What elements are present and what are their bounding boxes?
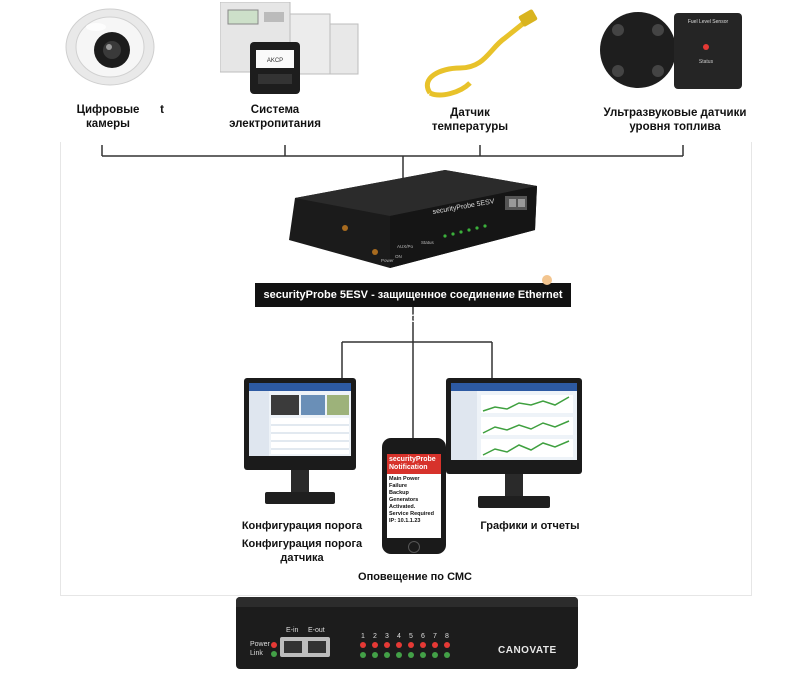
right-monitor-stand — [505, 474, 523, 498]
channel-red-led — [408, 642, 414, 648]
canovate-device: Power Link E-in E-out 1 2 3 4 5 6 7 8 CANOVATE — [236, 597, 578, 669]
label-right-monitor: Графики и отчеты — [480, 520, 580, 532]
label-cameras: Цифровые камеры — [76, 104, 140, 130]
channel-number: 7 — [433, 633, 437, 640]
canovate-link-label: Link — [250, 650, 263, 657]
channel-green-led — [360, 652, 366, 658]
phone-notification-body: Main Power Failure Backup Generators Act… — [389, 476, 434, 524]
port-label-ein: E-in — [286, 627, 299, 634]
canovate-power-label: Power — [250, 641, 270, 648]
svg-text:Fuel Level Sensor: Fuel Level Sensor — [688, 19, 729, 25]
channel-green-led — [420, 652, 426, 658]
phone-notification-title: securityProbe Notification — [387, 454, 441, 474]
channel-green-led — [432, 652, 438, 658]
cable-icon — [425, 9, 538, 98]
port-label-eout: E-out — [308, 627, 325, 634]
channel-red-led — [360, 642, 366, 648]
connection-banner: securityProbe 5ESV - защищенное соединен… — [255, 283, 571, 325]
diagram-frame — [60, 142, 752, 596]
channel-red-led — [432, 642, 438, 648]
channel-green-led — [372, 652, 378, 658]
orange-dot-icon — [542, 275, 552, 285]
channel-red-led — [372, 642, 378, 648]
label-phone-config: Конфигурация порога датчика — [241, 538, 363, 564]
left-monitor-screen — [249, 383, 351, 456]
link-led — [271, 651, 277, 657]
left-monitor-stand — [291, 470, 309, 494]
channel-green-led — [408, 652, 414, 658]
channel-green-led — [396, 652, 402, 658]
channel-number: 5 — [409, 633, 413, 640]
canovate-top-edge — [236, 597, 578, 607]
right-monitor-screen — [451, 383, 577, 460]
securityprobe-device: securityProbe 5ESV AUX/Po ON Status Powe… — [289, 170, 537, 268]
phone-screen: securityProbe Notification Main Power Fa… — [387, 454, 441, 538]
stray-char: t — [160, 104, 164, 116]
ethernet-ports — [280, 637, 330, 657]
label-fuel: Ультразвуковые датчики уровня топлива — [603, 107, 747, 133]
label-power: Система электропитания — [229, 104, 321, 130]
channel-number: 3 — [385, 633, 389, 640]
svg-text:AKCP: AKCP — [267, 58, 283, 64]
channel-red-led — [420, 642, 426, 648]
camera-icon — [65, 8, 155, 86]
channel-red-led — [384, 642, 390, 648]
label-sms: Оповещение по СМС — [358, 571, 472, 583]
channel-number: 6 — [421, 633, 425, 640]
label-temperature: Датчик температуры — [431, 107, 509, 133]
phone-home-button — [408, 541, 420, 553]
ethernet-port-in — [284, 641, 302, 653]
power-meter-icon: AKCP — [220, 2, 359, 94]
fuel-sensor-icon: Fuel Level Sensor Status — [600, 12, 742, 89]
canovate-brand: CANOVATE — [498, 645, 557, 656]
right-monitor — [446, 378, 582, 474]
device-power: Power — [381, 258, 394, 263]
device-on: ON — [395, 254, 402, 259]
device-status: Status — [421, 240, 435, 245]
channel-green-led — [444, 652, 450, 658]
channel-number: 2 — [373, 633, 377, 640]
channel-red-led — [396, 642, 402, 648]
left-monitor-base — [265, 492, 335, 504]
left-monitor — [244, 378, 356, 470]
right-monitor-base — [478, 496, 550, 508]
channel-number: 4 — [397, 633, 401, 640]
ethernet-port-out — [308, 641, 326, 653]
label-left-monitor: Конфигурация порога — [241, 520, 363, 532]
channel-number: 1 — [361, 633, 365, 640]
device-auxpo: AUX/Po — [397, 244, 414, 249]
smartphone: securityProbe Notification Main Power Fa… — [382, 438, 446, 554]
power-led — [271, 642, 277, 648]
channel-red-led — [444, 642, 450, 648]
channel-number: 8 — [445, 633, 449, 640]
channel-green-led — [384, 652, 390, 658]
svg-text:Status: Status — [699, 59, 714, 65]
